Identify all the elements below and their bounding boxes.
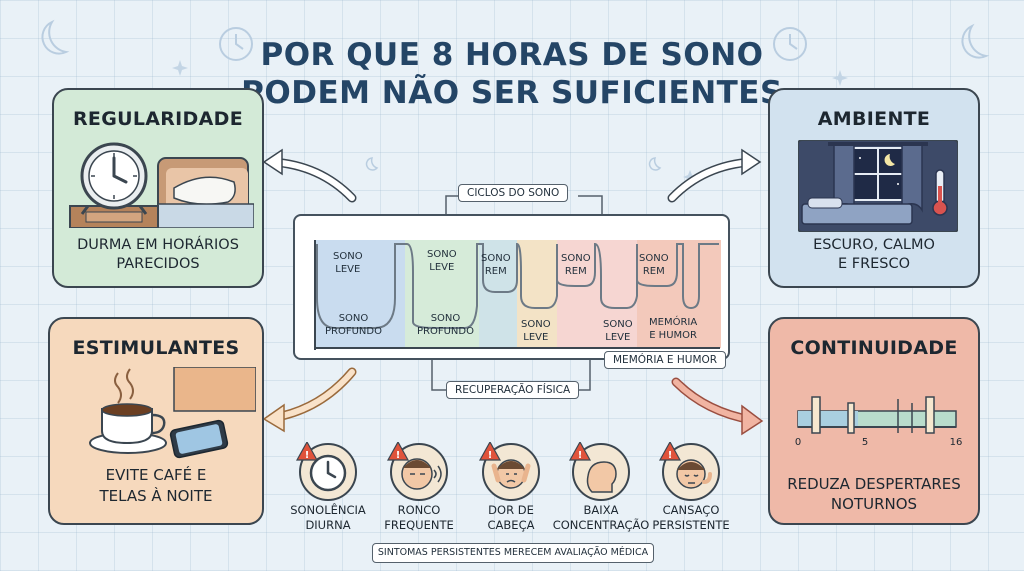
moon-icon — [365, 157, 662, 171]
warning-icon: ! — [295, 440, 319, 461]
axis-tick-start: 0 — [795, 437, 801, 448]
warning-icon: ! — [386, 440, 410, 461]
card-estimulantes-title: ESTIMULANTES — [72, 337, 240, 359]
title-line-2: PODEM NÃO SER SUFICIENTES — [241, 75, 783, 111]
coffee-phone-illustration — [89, 367, 256, 459]
head-profile-icon: ! — [568, 440, 630, 501]
cycles-label: CICLOS DO SONO — [458, 184, 569, 202]
page-title: POR QUE 8 HORAS DE SONO PODEM NÃO SER SU… — [240, 36, 784, 112]
sleep-cycles-graphic — [314, 240, 721, 350]
symptom-label: SONOLÊNCIA DIURNA — [290, 503, 366, 532]
awakening-marker — [811, 396, 935, 434]
stage-label: SONO REM — [561, 253, 591, 277]
stage-label: SONO LEVE — [427, 249, 457, 273]
symptom-daytime-sleepiness: ! — [283, 440, 373, 506]
bedroom-night-illustration — [798, 140, 958, 232]
moon-icon — [961, 23, 990, 59]
bed-icon — [157, 157, 254, 228]
symptom-label: RONCO FREQUENTE — [384, 503, 454, 532]
card-ambiente-text: ESCURO, CALMO E FRESCO — [813, 237, 935, 272]
memory-label: MEMÓRIA E HUMOR — [604, 351, 727, 369]
headache-face-icon: ! — [478, 440, 540, 501]
symptom-label: DOR DE CABEÇA — [487, 503, 535, 532]
axis-tick-end: 16 — [950, 437, 963, 448]
sleep-stage-line — [316, 242, 719, 329]
sleep-cycles-chart: SONO LEVE SONO PROFUNDO SONO LEVE SONO P… — [293, 214, 730, 360]
symptom-snoring: ! — [374, 440, 464, 506]
arrow-to-estimulantes — [262, 367, 357, 433]
clock-bed-illustration — [69, 142, 254, 228]
stage-label: SONO LEVE — [603, 319, 633, 343]
stage-label: SONO REM — [639, 253, 669, 277]
svg-text:!: ! — [488, 450, 493, 461]
moon-icon — [41, 19, 70, 55]
snoring-face-icon: ! — [386, 440, 448, 501]
card-continuidade-title: CONTINUIDADE — [790, 337, 958, 359]
symptom-label: BAIXA CONCENTRAÇÃO — [552, 503, 650, 532]
card-regularidade-text: DURMA EM HORÁRIOS PARECIDOS — [77, 237, 239, 272]
clock-icon — [773, 27, 807, 61]
clock-icon: ! — [295, 440, 357, 501]
card-ambiente-title: AMBIENTE — [817, 108, 931, 130]
svg-text:!: ! — [668, 450, 673, 461]
alarm-clock-icon — [80, 142, 148, 215]
stage-label: SONO REM — [481, 253, 511, 277]
steam-icon — [114, 368, 134, 404]
recovery-label: RECUPERAÇÃO FÍSICA — [446, 381, 580, 399]
title-line-1: POR QUE 8 HORAS DE SONO — [260, 37, 764, 73]
arrow-to-continuidade — [671, 377, 764, 436]
stage-label: SONO LEVE — [521, 319, 551, 343]
thermometer-icon — [932, 169, 948, 216]
night-timeline-illustration: 0 5 16 — [795, 396, 963, 448]
svg-text:!: ! — [305, 450, 310, 461]
arrow-to-ambiente — [667, 148, 762, 203]
symptom-headache: ! — [466, 440, 556, 506]
moon-icon — [884, 154, 895, 166]
card-continuidade: CONTINUIDADE 0 5 16 REDUZA DESPERTARES N… — [768, 317, 980, 525]
cycle-segment — [637, 240, 721, 348]
tired-face-icon: ! — [658, 440, 720, 501]
warning-icon: ! — [658, 440, 682, 461]
cycle-segment — [517, 240, 557, 348]
warning-icon: ! — [478, 440, 502, 461]
svg-text:!: ! — [396, 450, 401, 461]
stage-label: MEMÓRIA E HUMOR — [649, 317, 698, 341]
medical-advice-note: SINTOMAS PERSISTENTES MERECEM AVALIAÇÃO … — [372, 543, 654, 563]
stage-label: SONO LEVE — [333, 251, 363, 275]
cycle-segment — [479, 240, 517, 348]
cycle-segment — [405, 240, 479, 348]
cycle-segment — [315, 240, 405, 348]
svg-text:!: ! — [578, 450, 583, 461]
cycle-segment — [557, 240, 637, 348]
card-estimulantes-text: EVITE CAFÉ E TELAS À NOITE — [99, 466, 213, 505]
card-continuidade-text: REDUZA DESPERTARES NOTURNOS — [787, 475, 961, 513]
stage-label: SONO PROFUNDO — [325, 313, 382, 337]
card-regularidade-title: REGULARIDADE — [73, 108, 243, 130]
card-ambiente: AMBIENTE ESCURO, CALMO E FRESCO — [768, 88, 980, 288]
warning-icon: ! — [568, 440, 592, 461]
smartphone-icon — [169, 419, 229, 459]
stage-label: SONO PROFUNDO — [417, 313, 474, 337]
symptom-persistent-fatigue: ! — [646, 440, 736, 506]
sparkle-icon — [172, 60, 848, 184]
symptom-label: CANSAÇO PERSISTENTE — [652, 503, 730, 532]
clock-icon — [219, 27, 253, 61]
bed-icon — [801, 197, 913, 225]
coffee-cup-icon — [89, 403, 167, 454]
card-regularidade: REGULARIDADE DURMA EM HORÁRIOS PARECIDOS — [52, 88, 264, 288]
symptom-low-concentration: ! — [556, 440, 646, 506]
card-estimulantes: ESTIMULANTES EVITE CAFÉ E TELAS À NOITE — [48, 317, 264, 525]
axis-tick-mid: 5 — [862, 437, 868, 448]
arrow-to-regularidade — [262, 148, 357, 203]
